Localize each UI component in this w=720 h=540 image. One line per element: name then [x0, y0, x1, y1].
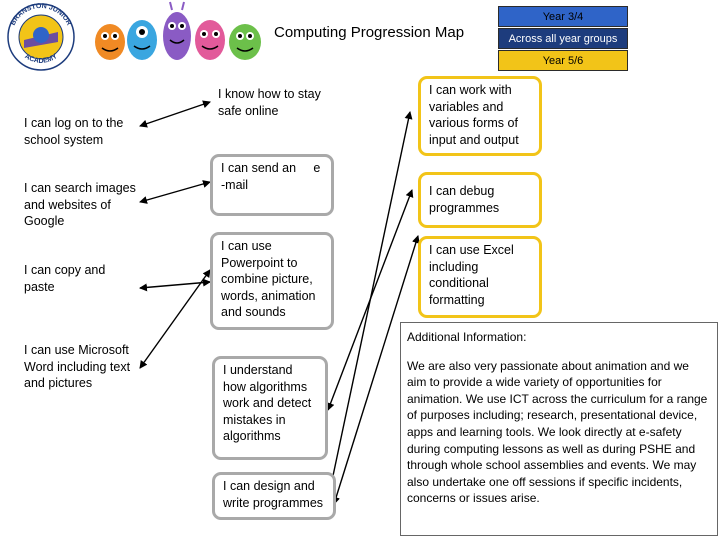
arrow-excel-design [332, 235, 420, 505]
monster-blue [127, 20, 157, 60]
skill-email: I can send an e -mail [210, 154, 334, 216]
skill-design: I can design and write programmes [212, 472, 336, 520]
academy-logo: BRANSTON JUNIOR ACADEMY [7, 3, 75, 71]
info-heading: Additional Information: [407, 330, 527, 344]
skill-search: I can search images and websites of Goog… [24, 181, 136, 228]
monster-purple [163, 1, 191, 60]
skill-algorithms: I understand how algorithms work and det… [212, 356, 328, 460]
legend-year-3-4: Year 3/4 [498, 6, 628, 27]
skill-powerpoint: I can use Powerpoint to combine picture,… [210, 232, 334, 330]
skill-excel: I can use Excel including conditional fo… [418, 236, 542, 318]
skill-variables: I can work with variables and various fo… [418, 76, 542, 156]
skill-safe-online: I know how to stay safe online [218, 87, 321, 118]
page-title: Computing Progression Map [274, 24, 465, 41]
legend-year-5-6: Year 5/6 [498, 50, 628, 71]
monster-orange [95, 24, 125, 60]
arrow-logon-safe [139, 100, 211, 128]
monster-green [229, 24, 261, 60]
skill-debug: I can debug programmes [418, 172, 542, 228]
legend-all-year-groups: Across all year groups [498, 28, 628, 49]
skill-word: I can use Microsoft Word including text … [24, 343, 131, 390]
svg-text:ACADEMY: ACADEMY [23, 53, 59, 65]
skill-copy-paste: I can copy and paste [24, 263, 106, 294]
monster-pink [195, 20, 225, 60]
skill-log-on: I can log on to the school system [24, 116, 124, 147]
arrow-search-email [139, 180, 211, 204]
monster-mascots-image [95, 1, 261, 60]
additional-information-panel: Additional Information: We are also very… [400, 322, 718, 536]
info-body: We are also very passionate about animat… [407, 358, 708, 506]
arrow-word-powerpoint [139, 269, 211, 369]
